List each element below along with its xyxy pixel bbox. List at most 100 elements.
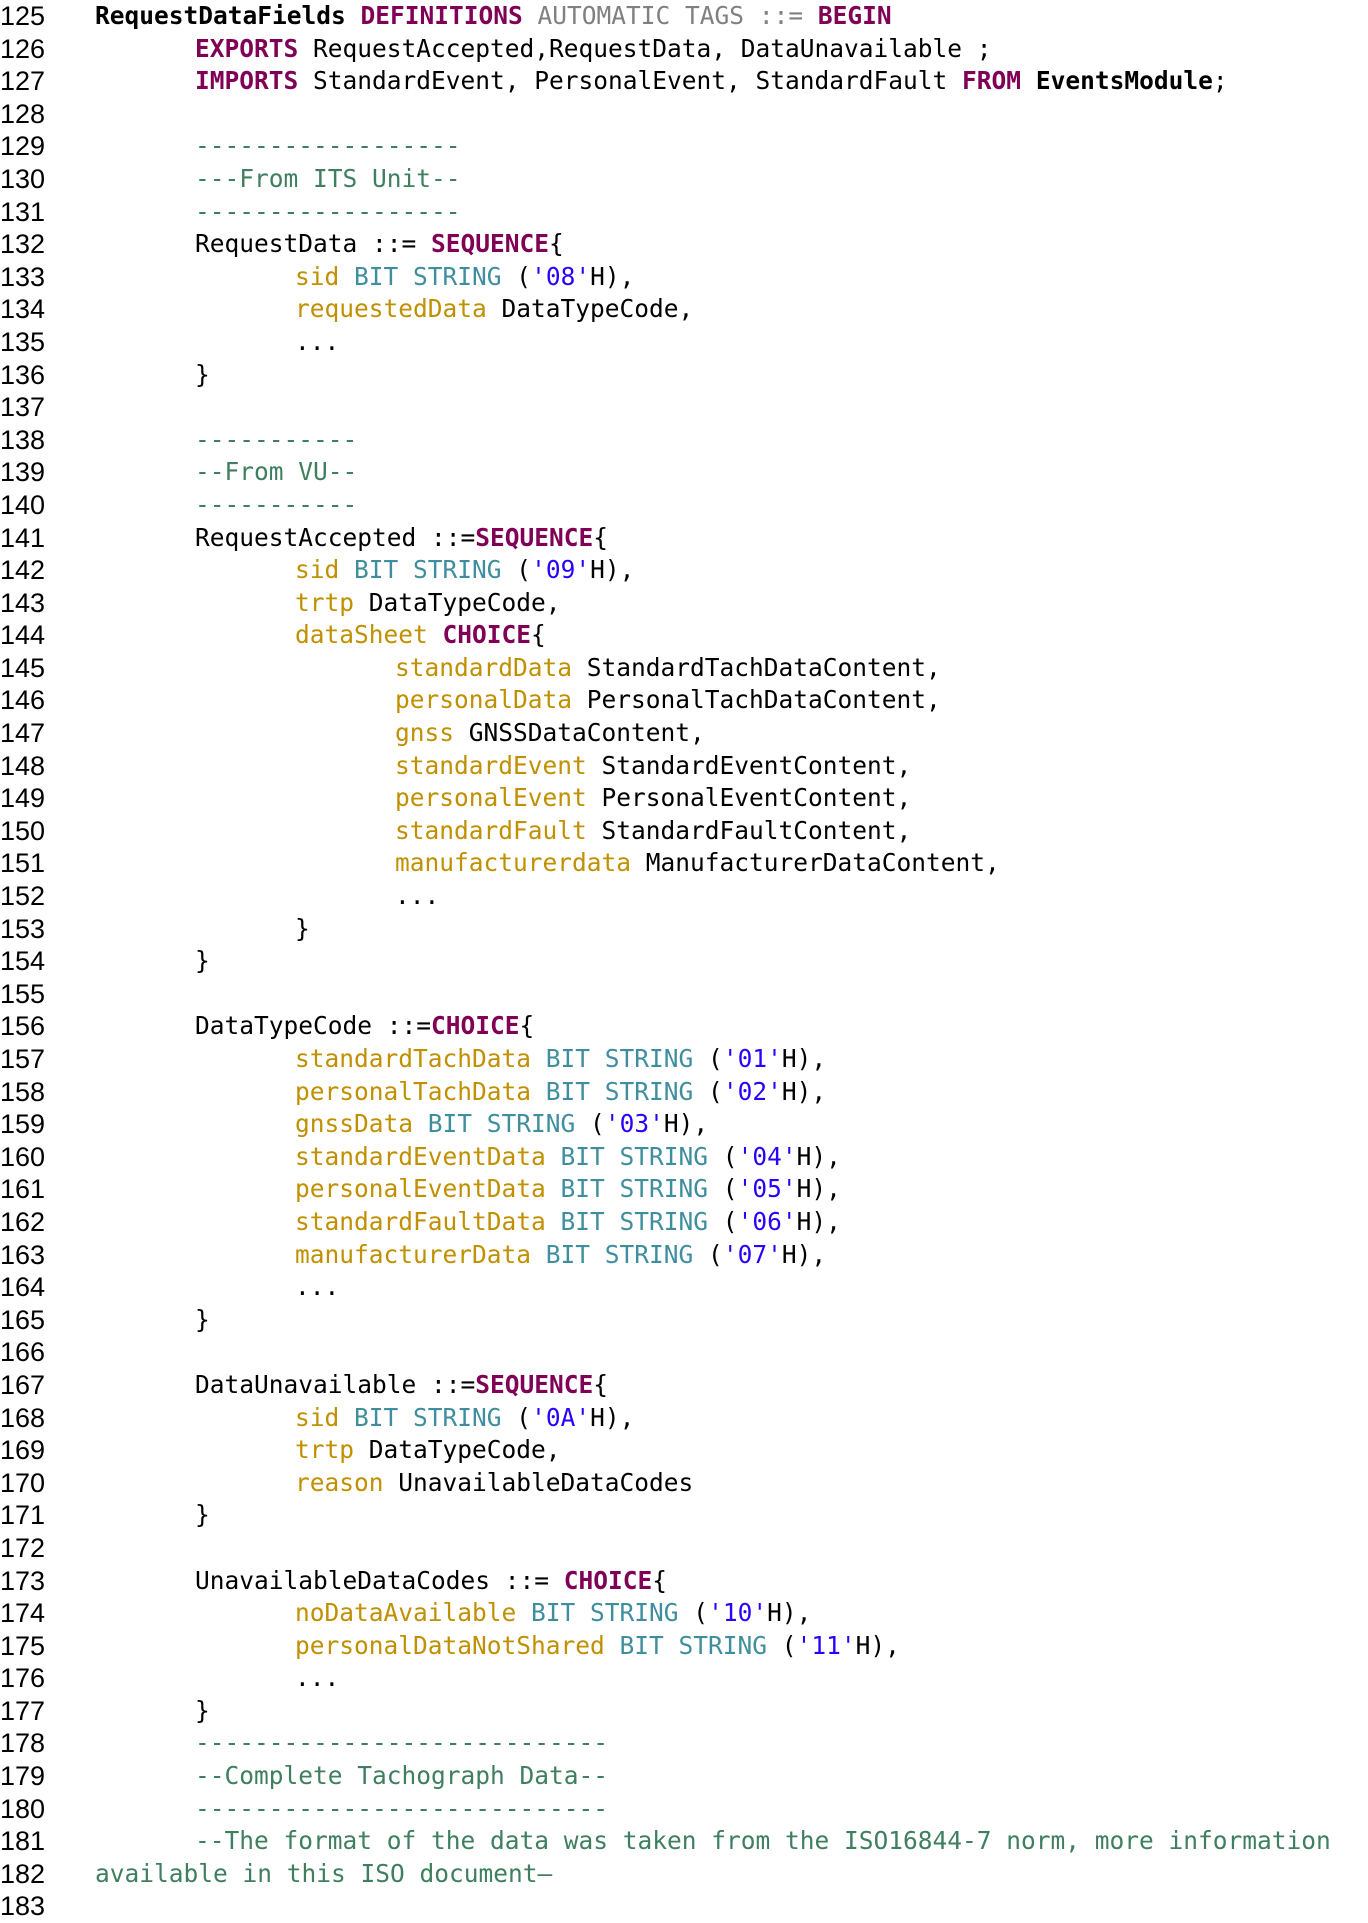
code-text: ----------------------------	[195, 1727, 608, 1760]
line-number: 177	[0, 1695, 46, 1726]
code-token: UnavailableDataCodes ::=	[195, 1565, 564, 1595]
code-line: 128	[0, 98, 1368, 131]
code-token: -----------	[195, 424, 358, 454]
code-line: 177}	[0, 1695, 1368, 1728]
line-number: 173	[0, 1565, 46, 1596]
code-token: (	[767, 1630, 797, 1660]
code-token: noDataAvailable	[295, 1598, 517, 1628]
line-number: 159	[0, 1109, 46, 1140]
code-token: H),	[796, 1174, 841, 1204]
code-token: BIT STRING	[354, 555, 502, 585]
line-number: 157	[0, 1044, 46, 1074]
line-number: 149	[0, 783, 46, 814]
line-number: 174	[0, 1598, 46, 1629]
code-text: dataSheet CHOICE{	[295, 619, 546, 652]
code-token: CHOICE	[442, 620, 532, 650]
code-text: ------------------	[195, 196, 461, 229]
code-token: H),	[590, 1402, 635, 1432]
code-token: (	[501, 261, 532, 291]
code-token: ::=	[758, 1, 818, 30]
code-token: '06'	[737, 1206, 797, 1236]
line-number: 151	[0, 848, 46, 879]
line-number: 167	[0, 1369, 46, 1400]
code-token: (	[501, 1402, 532, 1432]
code-token: '03'	[604, 1109, 664, 1139]
line-number: 139	[0, 457, 46, 488]
code-token: {	[549, 229, 564, 259]
code-token: StandardEventContent,	[586, 750, 912, 780]
code-line: 179--Complete Tachograph Data--	[0, 1760, 1368, 1793]
code-token: '0A'	[531, 1402, 591, 1432]
code-text: RequestDataFields DEFINITIONS AUTOMATIC …	[95, 0, 892, 33]
line-number: 163	[0, 1239, 46, 1270]
line-number: 164	[0, 1272, 46, 1303]
code-token: H),	[781, 1076, 827, 1106]
line-number: 160	[0, 1141, 46, 1172]
code-token: BIT STRING	[560, 1141, 709, 1171]
code-text: --The format of the data was taken from …	[195, 1825, 1331, 1858]
line-number: 138	[0, 424, 46, 455]
code-token: standardEventData	[295, 1141, 546, 1171]
code-text: gnss GNSSDataContent,	[395, 717, 705, 750]
code-token: H),	[590, 261, 635, 291]
line-number: 150	[0, 815, 46, 846]
line-number: 172	[0, 1532, 46, 1563]
code-token: BIT STRING	[545, 1076, 694, 1106]
line-number: 162	[0, 1206, 46, 1237]
line-number: 137	[0, 392, 46, 423]
line-number: 168	[0, 1402, 46, 1433]
code-line: 178----------------------------	[0, 1727, 1368, 1760]
code-text: manufacturerdata ManufacturerDataContent…	[395, 847, 1000, 880]
code-token: ------------------	[195, 196, 461, 226]
code-token: SEQUENCE	[431, 229, 550, 259]
code-token: trtp	[295, 587, 355, 617]
code-token	[339, 1403, 354, 1432]
line-number: 153	[0, 913, 46, 944]
code-token: H),	[781, 1239, 827, 1269]
code-text: standardFault StandardFaultContent,	[395, 815, 911, 848]
code-text: personalEventData BIT STRING ('05'H),	[295, 1173, 841, 1206]
code-token: StandardFaultContent,	[586, 815, 912, 845]
code-line: 180----------------------------	[0, 1793, 1368, 1826]
code-token: H),	[767, 1598, 812, 1628]
code-text: manufacturerData BIT STRING ('07'H),	[295, 1239, 826, 1272]
code-token: ManufacturerDataContent,	[631, 848, 1000, 878]
line-number: 136	[0, 359, 46, 390]
code-text: standardEventData BIT STRING ('04'H),	[295, 1141, 841, 1174]
line-number: 135	[0, 326, 46, 357]
line-number: 161	[0, 1174, 46, 1205]
code-token: '10'	[708, 1598, 768, 1628]
code-token	[531, 1077, 546, 1106]
code-token: standardFaultData	[295, 1206, 546, 1236]
code-text: }	[295, 913, 310, 946]
line-number: 132	[0, 229, 46, 260]
line-number: 127	[0, 66, 46, 97]
code-token: reason	[295, 1467, 384, 1497]
code-token: manufacturerdata	[395, 848, 632, 878]
code-token: DataUnavailable ::=	[195, 1369, 476, 1399]
line-number: 130	[0, 163, 46, 194]
code-token: personalEventData	[295, 1174, 546, 1204]
line-number: 131	[0, 196, 46, 227]
line-number: 144	[0, 620, 46, 651]
code-token: StandardTachDataContent,	[572, 652, 941, 682]
code-text: standardData StandardTachDataContent,	[395, 652, 941, 685]
line-number: 142	[0, 555, 46, 586]
code-token: BIT STRING	[545, 1239, 694, 1269]
code-line: 130---From ITS Unit--	[0, 163, 1368, 196]
code-token	[428, 620, 443, 649]
code-token: {	[652, 1565, 668, 1595]
code-token: (	[678, 1598, 709, 1628]
code-token	[516, 1598, 531, 1627]
code-token: gnss	[395, 718, 455, 748]
code-token: CHOICE	[563, 1565, 653, 1595]
code-text: DataTypeCode ::=CHOICE{	[195, 1010, 534, 1043]
